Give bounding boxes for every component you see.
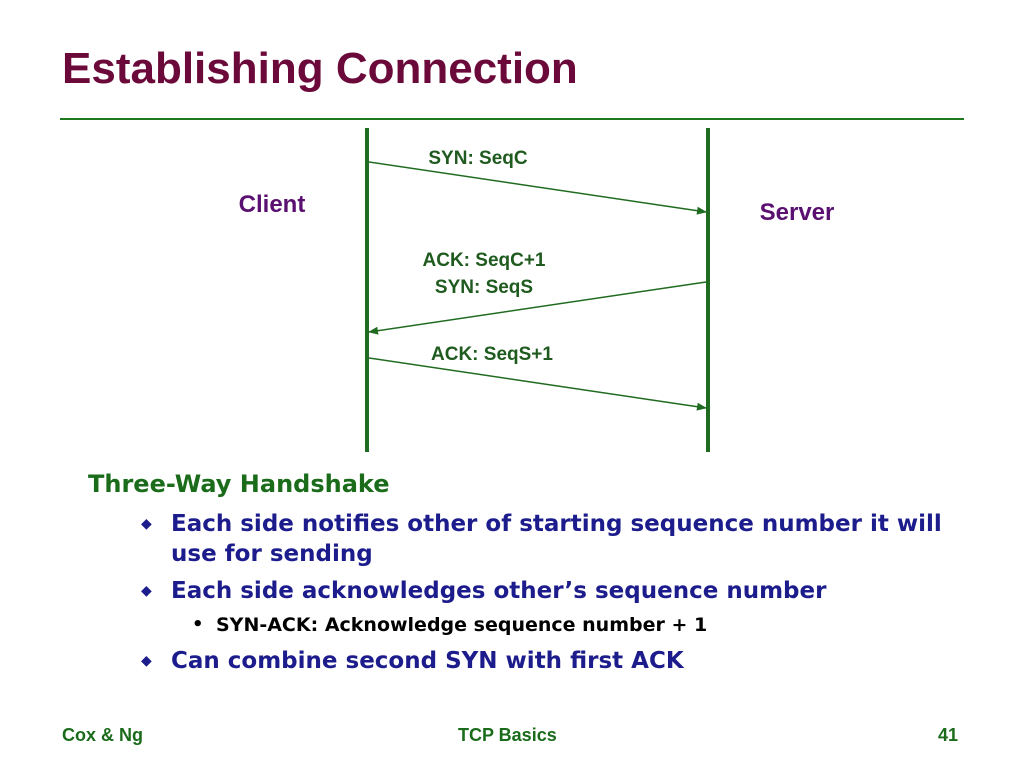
dot-bullet-icon: • xyxy=(192,614,204,635)
bullet-text: Each side notifies other of starting seq… xyxy=(171,511,942,567)
page-number: 41 xyxy=(938,725,959,745)
bullet-text: Can combine second SYN with first ACK xyxy=(171,648,684,674)
syn-ack-message-label-line1: ACK: SeqC+1 xyxy=(423,250,546,271)
sub-bullet-text: SYN-ACK: Acknowledge sequence number + 1 xyxy=(216,614,708,636)
diamond-bullet-icon: ◆ xyxy=(141,583,152,599)
bullet-text: Each side acknowledges other’s sequence … xyxy=(171,578,827,604)
bullet-item: ◆ Can combine second SYN with first ACK xyxy=(141,646,961,676)
slide-title: Establishing Connection xyxy=(62,44,578,93)
bullet-item: ◆ Each side notifies other of starting s… xyxy=(141,509,961,569)
footer-title: TCP Basics xyxy=(458,725,557,745)
syn-ack-arrow xyxy=(368,281,707,335)
sub-bullet-item: • SYN-ACK: Acknowledge sequence number +… xyxy=(192,612,956,638)
diamond-bullet-icon: ◆ xyxy=(141,516,152,532)
footer-authors: Cox & Ng xyxy=(62,725,143,745)
ack-arrow xyxy=(368,357,707,411)
diamond-bullet-icon: ◆ xyxy=(141,653,152,669)
syn-ack-message-label-line2: SYN: SeqS xyxy=(435,277,533,298)
server-label: Server xyxy=(760,199,835,226)
section-heading: Three-Way Handshake xyxy=(88,470,390,498)
bullet-item: ◆ Each side acknowledges other’s sequenc… xyxy=(141,576,961,606)
client-label: Client xyxy=(239,191,306,218)
title-divider xyxy=(60,118,964,120)
ack-message-label: ACK: SeqS+1 xyxy=(431,344,553,365)
syn-arrow xyxy=(368,161,707,215)
syn-message-label: SYN: SeqC xyxy=(428,148,528,169)
